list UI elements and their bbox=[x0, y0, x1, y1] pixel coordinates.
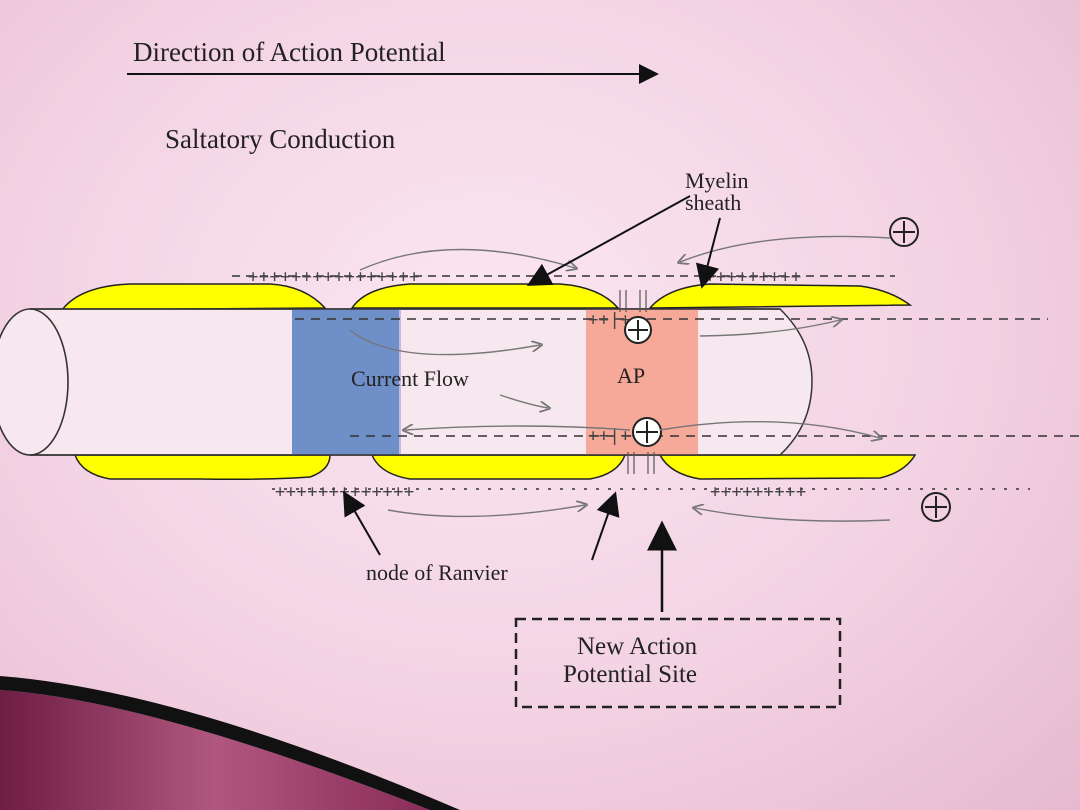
plus-circle-icon bbox=[624, 316, 652, 344]
current-flow-label: Current Flow bbox=[351, 366, 469, 391]
inner-bottom-signs: ++|++ bbox=[588, 426, 642, 446]
resting-segment bbox=[292, 309, 400, 455]
current-flow-arrows bbox=[349, 235, 891, 522]
myelin-top-segment-2 bbox=[350, 283, 620, 309]
top-charge-signs-left: ++++++++++++++++ bbox=[248, 267, 420, 287]
ap-label: AP bbox=[617, 363, 645, 388]
node-pointer-arrow bbox=[343, 490, 381, 556]
axon-end bbox=[0, 308, 69, 456]
myelin-pointer-arrow bbox=[695, 217, 721, 289]
node-of-ranvier-label: node of Ranvier bbox=[366, 560, 508, 585]
decorative-stripe-edge bbox=[0, 676, 460, 810]
myelin-label-line1: Myelin bbox=[685, 168, 749, 193]
decorative-stripe bbox=[0, 690, 430, 810]
myelin-bottom-segment-1 bbox=[73, 454, 331, 480]
myelin-bottom-segment-3 bbox=[658, 454, 917, 480]
node-pointer-arrow bbox=[591, 491, 620, 561]
bottom-charge-signs-right: +++++++++ bbox=[710, 482, 807, 502]
plus-circle-icon bbox=[632, 417, 662, 447]
new-site-box bbox=[514, 617, 842, 709]
new-site-label-line1: New Action bbox=[577, 633, 698, 660]
myelin-pointer-arrow bbox=[526, 195, 691, 286]
myelin-top-segment-3 bbox=[648, 283, 913, 309]
node-tick-marks bbox=[619, 290, 655, 474]
top-charge-signs-right: +++++++++ bbox=[705, 267, 802, 287]
subtitle: Saltatory Conduction bbox=[165, 124, 396, 154]
new-site-label-line2: Potential Site bbox=[563, 661, 697, 688]
direction-label: Direction of Action Potential bbox=[133, 37, 446, 67]
plus-circle-icon bbox=[889, 217, 919, 247]
myelin-bottom-segment-2 bbox=[370, 454, 627, 480]
inner-top-signs: ++|+ bbox=[588, 310, 631, 330]
myelin-top-segment-1 bbox=[60, 283, 327, 311]
myelin-label-line2: sheath bbox=[685, 190, 741, 215]
bottom-charge-signs-left: +++++++++++++ bbox=[275, 482, 415, 502]
plus-circle-icon bbox=[921, 492, 951, 522]
